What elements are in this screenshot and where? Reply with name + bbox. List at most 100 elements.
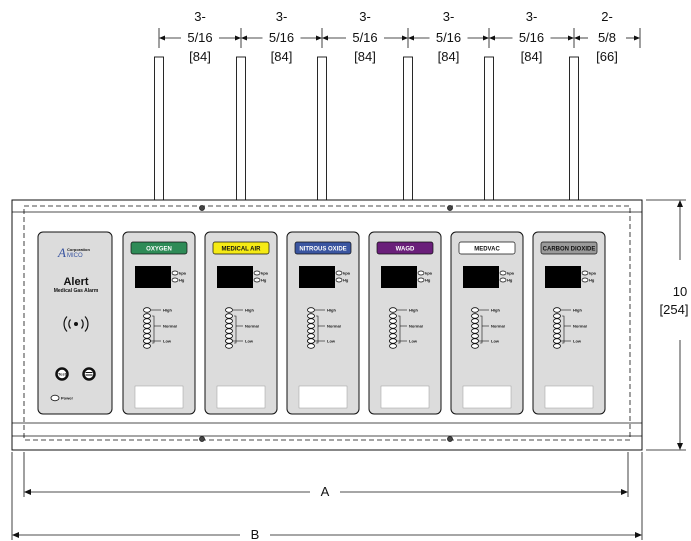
normal-led bbox=[143, 328, 151, 334]
unit-indicator-led bbox=[335, 277, 343, 283]
width-a-label: A bbox=[321, 484, 330, 499]
unit-indicator-led bbox=[499, 277, 507, 283]
normal-led bbox=[225, 313, 233, 319]
normal-led bbox=[143, 313, 151, 319]
zone-label-window bbox=[380, 385, 430, 409]
dim-metric: [66] bbox=[596, 49, 618, 64]
panel-subtitle: Medical Gas Alarm bbox=[54, 288, 99, 294]
gas-label-box bbox=[458, 241, 516, 255]
unit-bottom-label: Hg bbox=[179, 278, 185, 283]
normal-led bbox=[307, 343, 315, 349]
dim-fraction: 5/16 bbox=[519, 30, 544, 45]
high-led bbox=[143, 307, 151, 313]
width-dimension-a: A bbox=[23, 452, 629, 499]
normal-led bbox=[471, 333, 479, 339]
spacing-dimension: 3-5/16[84] bbox=[322, 9, 408, 64]
digital-display bbox=[299, 266, 335, 288]
normal-led bbox=[553, 323, 561, 329]
silence-button[interactable] bbox=[82, 367, 96, 381]
high-led bbox=[225, 307, 233, 313]
mount-screw bbox=[199, 205, 205, 211]
height-value: 10 bbox=[673, 284, 687, 299]
audible-alarm-icon bbox=[63, 316, 89, 332]
brand-letter: A bbox=[57, 245, 66, 260]
normal-led bbox=[389, 333, 397, 339]
unit-indicator-led bbox=[499, 270, 507, 276]
spacing-dimension: 3-5/16[84] bbox=[159, 9, 241, 64]
low-label: Low bbox=[409, 339, 418, 344]
gas-label-box bbox=[376, 241, 434, 255]
unit-top-label: kpa bbox=[589, 271, 597, 276]
dim-metric: [84] bbox=[438, 49, 460, 64]
gas-pipe bbox=[569, 56, 579, 201]
spacing-dimension: 3-5/16[84] bbox=[241, 9, 322, 64]
normal-led bbox=[471, 323, 479, 329]
unit-top-label: kpa bbox=[261, 271, 269, 276]
height-metric: [254] bbox=[660, 302, 689, 317]
mount-screw bbox=[199, 436, 205, 442]
mount-screw bbox=[447, 436, 453, 442]
gas-pipe bbox=[484, 56, 494, 201]
normal-led bbox=[389, 323, 397, 329]
test-button[interactable]: Test bbox=[55, 367, 69, 381]
unit-indicator-led bbox=[335, 270, 343, 276]
unit-indicator-led bbox=[581, 270, 589, 276]
zone-label-window bbox=[298, 385, 348, 409]
svg-text:Power: Power bbox=[61, 396, 73, 401]
zone-label-window bbox=[462, 385, 512, 409]
unit-bottom-label: Hg bbox=[425, 278, 431, 283]
unit-indicator-led bbox=[253, 277, 261, 283]
normal-led bbox=[225, 333, 233, 339]
dim-metric: [84] bbox=[354, 49, 376, 64]
width-b-label: B bbox=[251, 527, 260, 541]
unit-bottom-label: Hg bbox=[343, 278, 349, 283]
low-label: Low bbox=[327, 339, 336, 344]
low-label: Low bbox=[163, 339, 172, 344]
unit-bottom-label: Hg bbox=[507, 278, 513, 283]
normal-led bbox=[143, 318, 151, 324]
brand-top: Corporation bbox=[67, 247, 90, 252]
dim-whole: 3- bbox=[443, 9, 455, 24]
gas-label-box bbox=[212, 241, 270, 255]
normal-label: Normal bbox=[491, 324, 505, 329]
unit-bottom-label: Hg bbox=[261, 278, 267, 283]
unit-indicator-led bbox=[171, 277, 179, 283]
low-led bbox=[143, 338, 151, 344]
normal-led bbox=[471, 313, 479, 319]
dim-whole: 3- bbox=[276, 9, 288, 24]
dim-fraction: 5/16 bbox=[187, 30, 212, 45]
dim-whole: 3- bbox=[194, 9, 206, 24]
normal-led bbox=[307, 323, 315, 329]
gas-label: MEDICAL AIR bbox=[222, 247, 262, 253]
normal-led bbox=[225, 323, 233, 329]
power-indicator: Power bbox=[50, 394, 73, 402]
spacing-dimension: 2-5/8[66] bbox=[574, 9, 640, 64]
normal-led bbox=[143, 333, 151, 339]
normal-led bbox=[307, 333, 315, 339]
normal-label: Normal bbox=[245, 324, 259, 329]
panel-title: Alert bbox=[63, 276, 88, 288]
low-label: Low bbox=[245, 339, 254, 344]
gas-label-box bbox=[294, 241, 352, 255]
high-label: High bbox=[245, 308, 254, 313]
width-dimension-b: B bbox=[11, 452, 643, 541]
normal-label: Normal bbox=[327, 324, 341, 329]
high-led bbox=[389, 307, 397, 313]
unit-bottom-label: Hg bbox=[589, 278, 595, 283]
low-led bbox=[225, 338, 233, 344]
digital-display bbox=[545, 266, 581, 288]
low-led bbox=[553, 338, 561, 344]
normal-led bbox=[553, 343, 561, 349]
normal-led bbox=[553, 328, 561, 334]
gas-pipe bbox=[403, 56, 413, 201]
high-label: High bbox=[163, 308, 172, 313]
unit-top-label: kpa bbox=[425, 271, 433, 276]
normal-led bbox=[553, 333, 561, 339]
zone-label-window bbox=[544, 385, 594, 409]
